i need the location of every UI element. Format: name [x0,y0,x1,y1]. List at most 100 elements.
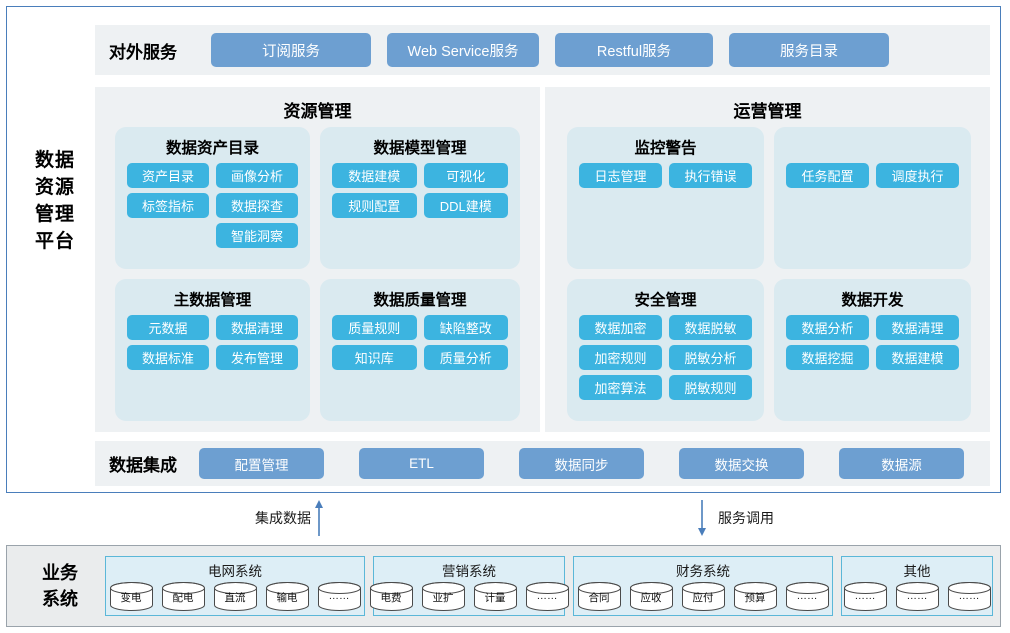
sub-card-monitoring-alert[interactable]: 监控警告 日志管理 执行错误 [567,127,764,269]
chip-data-exploration[interactable]: 数据探查 [216,193,298,218]
sub-card-data-quality-management[interactable]: 数据质量管理 质量规则 缺陷整改 知识库 质量分析 [320,279,520,421]
sub-card-data-asset-catalog[interactable]: 数据资产目录 资产目录 画像分析 标签指标 数据探查 智能洞察 [115,127,310,269]
chip-data-standard[interactable]: 数据标准 [127,345,209,370]
database-icon-more[interactable]: …… [316,581,363,612]
database-label: 计量 [484,592,506,604]
business-group-finance[interactable]: 财务系统 合同 应收 应付 预算 …… [573,556,833,616]
chip-data-modeling[interactable]: 数据建模 [332,163,417,188]
chip-visualization[interactable]: 可视化 [423,163,508,188]
database-icon-electricity-fee[interactable]: 电费 [368,581,415,612]
chip-task-config[interactable]: 任务配置 [786,163,869,188]
connector-label-service-invocation: 服务调用 [718,509,774,526]
external-services-strip: 对外服务 订阅服务 Web Service服务 Restful服务 服务目录 [95,25,990,75]
sub-card-title: 数据开发 [841,292,904,309]
business-group-title: 其他 [903,564,931,579]
external-service-button-catalog[interactable]: 服务目录 [729,33,889,67]
data-integration-strip: 数据集成 配置管理 ETL 数据同步 数据交换 数据源 [95,441,990,486]
database-label: 电费 [380,592,402,604]
chip-data-analysis[interactable]: 数据分析 [786,315,869,340]
sub-card-master-data-management[interactable]: 主数据管理 元数据 数据清理 数据标准 发布管理 [115,279,310,421]
external-service-button-webservice[interactable]: Web Service服务 [387,33,539,67]
business-systems-title: 业务 系统 [25,560,95,612]
connector-integrate-data: 集成数据 [255,495,327,540]
business-group-other[interactable]: 其他 …… …… …… [841,556,993,616]
connector-arrows: 集成数据 服务调用 [0,495,1010,540]
chip-tag-indicator[interactable]: 标签指标 [127,193,209,218]
database-icon-business-expansion[interactable]: 业扩 [420,581,467,612]
integration-button-config-management[interactable]: 配置管理 [199,448,324,479]
sub-card-security-management[interactable]: 安全管理 数据加密 数据脱敏 加密规则 脱敏分析 加密算法 脱敏规则 [567,279,764,421]
database-label: 合同 [588,592,610,604]
chip-data-modeling[interactable]: 数据建模 [876,345,959,370]
database-icon-more[interactable]: …… [784,581,831,612]
chip-rule-config[interactable]: 规则配置 [332,193,417,218]
chip-intelligent-insight[interactable]: 智能洞察 [216,223,298,248]
database-icon-budget[interactable]: 预算 [732,581,779,612]
domain-panel-operations-management: 运营管理 监控警告 日志管理 执行错误 任务配置 调度执行 安全管理 数据加密 … [545,87,990,432]
chip-data-cleaning[interactable]: 数据清理 [216,315,298,340]
external-service-button-restful[interactable]: Restful服务 [555,33,713,67]
platform-title: 数据 资源 管理 平台 [19,147,91,255]
chip-knowledge-base[interactable]: 知识库 [332,345,417,370]
chip-data-encryption[interactable]: 数据加密 [579,315,662,340]
external-service-button-subscription[interactable]: 订阅服务 [211,33,371,67]
integration-button-data-exchange[interactable]: 数据交换 [679,448,804,479]
sub-card-task-scheduling[interactable]: 任务配置 调度执行 [774,127,971,269]
chip-defect-rectification[interactable]: 缺陷整改 [423,315,508,340]
business-systems-container: 业务 系统 电网系统 变电 配电 直流 输电 …… [6,545,1001,627]
chip-encryption-algorithm[interactable]: 加密算法 [579,375,662,400]
arrow-up-icon [315,499,323,536]
sub-card-title: 主数据管理 [173,292,252,309]
database-label: 变电 [120,592,142,604]
chip-log-management[interactable]: 日志管理 [579,163,662,188]
chip-masking-analysis[interactable]: 脱敏分析 [669,345,752,370]
database-label: 配电 [172,592,194,604]
external-services-label: 对外服务 [109,42,177,62]
database-icon-distribution[interactable]: 配电 [160,581,207,612]
chip-grid: 质量规则 缺陷整改 知识库 质量分析 [332,315,508,370]
database-icon-more[interactable]: …… [946,581,993,612]
chip-asset-catalog[interactable]: 资产目录 [127,163,209,188]
arrow-down-icon [698,499,706,536]
database-icon-more[interactable]: …… [842,581,889,612]
chip-grid: 数据建模 可视化 规则配置 DDL建模 [332,163,508,218]
chip-data-mining[interactable]: 数据挖掘 [786,345,869,370]
chip-ddl-modeling[interactable]: DDL建模 [423,193,508,218]
integration-button-etl[interactable]: ETL [359,448,484,479]
database-icon-receivable[interactable]: 应收 [628,581,675,612]
connector-label-integrate-data: 集成数据 [255,509,311,526]
chip-encryption-rule[interactable]: 加密规则 [579,345,662,370]
platform-title-line: 资源 [34,177,75,198]
integration-button-data-sync[interactable]: 数据同步 [519,448,644,479]
integration-button-data-source[interactable]: 数据源 [839,448,964,479]
database-icon-more[interactable]: …… [894,581,941,612]
domain-title-operations-management: 运营管理 [733,102,802,121]
chip-quality-rule[interactable]: 质量规则 [332,315,417,340]
database-row: 变电 配电 直流 输电 …… [106,581,364,612]
database-label: …… [958,590,980,602]
chip-schedule-execution[interactable]: 调度执行 [876,163,959,188]
chip-execution-error[interactable]: 执行错误 [669,163,752,188]
chip-data-masking[interactable]: 数据脱敏 [669,315,752,340]
platform-title-line: 管理 [34,204,75,225]
database-icon-contract[interactable]: 合同 [576,581,623,612]
chip-quality-analysis[interactable]: 质量分析 [423,345,508,370]
database-icon-more[interactable]: …… [524,581,571,612]
chip-masking-rule[interactable]: 脱敏规则 [669,375,752,400]
database-icon-payable[interactable]: 应付 [680,581,727,612]
chip-portrait-analysis[interactable]: 画像分析 [216,163,298,188]
business-group-power-grid[interactable]: 电网系统 变电 配电 直流 输电 …… [105,556,365,616]
chip-publish-management[interactable]: 发布管理 [216,345,298,370]
sub-card-data-model-management[interactable]: 数据模型管理 数据建模 可视化 规则配置 DDL建模 [320,127,520,269]
domain-title-resource-management: 资源管理 [283,102,352,121]
database-icon-transmission[interactable]: 输电 [264,581,311,612]
business-group-marketing[interactable]: 营销系统 电费 业扩 计量 …… [369,556,569,616]
chip-data-cleaning[interactable]: 数据清理 [876,315,959,340]
database-icon-direct-current[interactable]: 直流 [212,581,259,612]
database-icon-substation[interactable]: 变电 [108,581,155,612]
database-icon-metering[interactable]: 计量 [472,581,519,612]
sub-card-title: 数据资产目录 [165,140,259,157]
database-row: …… …… …… [842,581,992,612]
sub-card-data-development[interactable]: 数据开发 数据分析 数据清理 数据挖掘 数据建模 [774,279,971,421]
chip-metadata[interactable]: 元数据 [127,315,209,340]
